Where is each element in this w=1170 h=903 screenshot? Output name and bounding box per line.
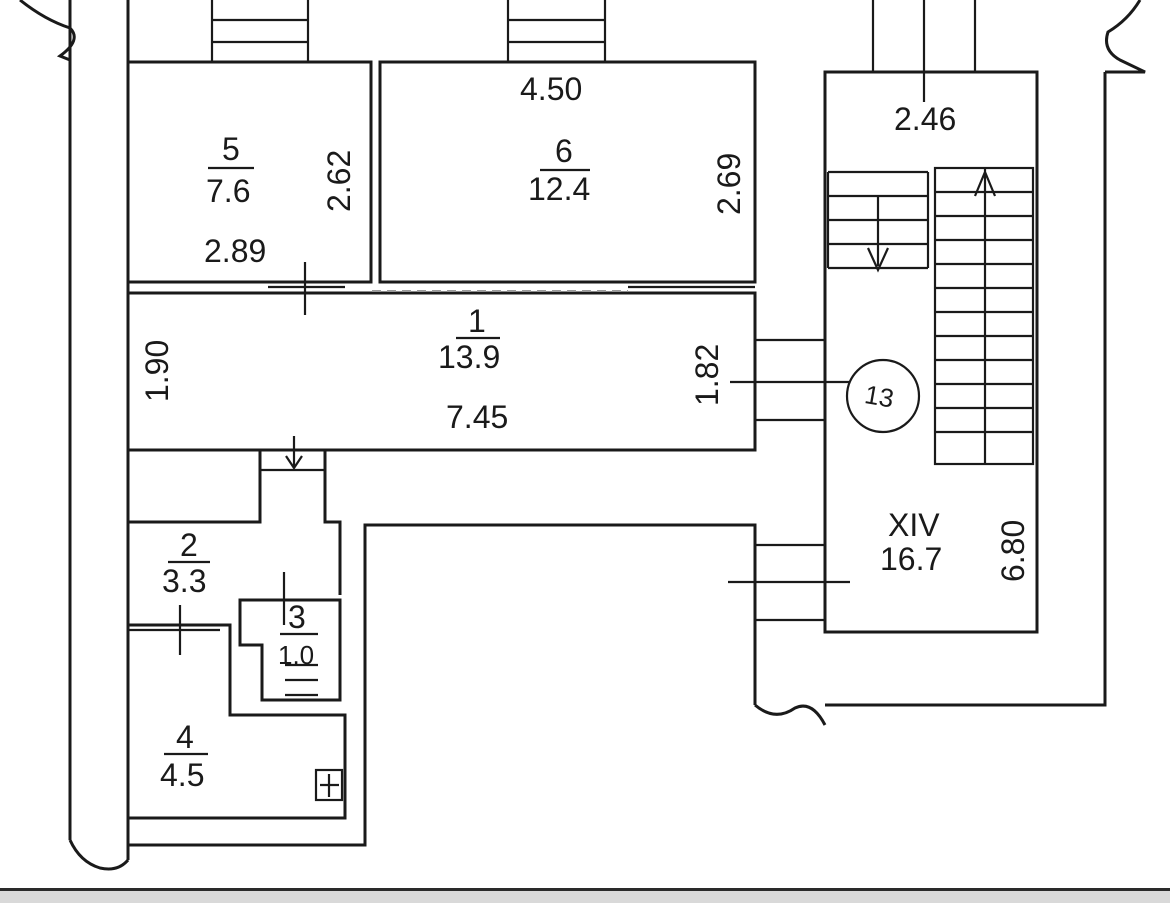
room-1-number: 1 xyxy=(468,303,486,339)
stamp-text: 13 xyxy=(862,379,896,414)
room-6-area: 12.4 xyxy=(528,171,590,207)
room-5-height: 2.62 xyxy=(321,150,357,212)
entry-passage xyxy=(126,436,347,820)
xiv-height: 6.80 xyxy=(995,520,1031,582)
xiv-width: 2.46 xyxy=(894,101,956,137)
room-5-width: 2.89 xyxy=(204,233,266,269)
stamp-circle: 13 xyxy=(845,358,921,434)
room-6 xyxy=(378,0,757,284)
room-1-width: 7.45 xyxy=(446,399,508,435)
xiv-area: 16.7 xyxy=(880,541,942,577)
room-2-number: 2 xyxy=(180,527,198,563)
room-1-height-right: 1.82 xyxy=(689,344,725,406)
xiv-number: XIV xyxy=(888,507,940,543)
room-6-height: 2.69 xyxy=(711,153,747,215)
room-5-area: 7.6 xyxy=(206,173,250,209)
room-3-area: 1.0 xyxy=(278,640,314,670)
room-4-number: 4 xyxy=(176,719,194,755)
room-5 xyxy=(126,0,373,284)
room-5-number: 5 xyxy=(222,131,240,167)
room-1-area: 13.9 xyxy=(438,339,500,375)
rooms-2-3-4 xyxy=(128,572,344,802)
bottom-bar xyxy=(0,888,1170,903)
room-4-area: 4.5 xyxy=(160,757,204,793)
room-2-area: 3.3 xyxy=(162,563,206,599)
staircase-xiv xyxy=(728,0,1039,634)
room-3-number: 3 xyxy=(288,599,306,635)
room-6-number: 6 xyxy=(555,133,573,169)
room-1-height-left: 1.90 xyxy=(139,340,175,402)
room-6-width: 4.50 xyxy=(520,71,582,107)
room-1 xyxy=(126,262,850,452)
